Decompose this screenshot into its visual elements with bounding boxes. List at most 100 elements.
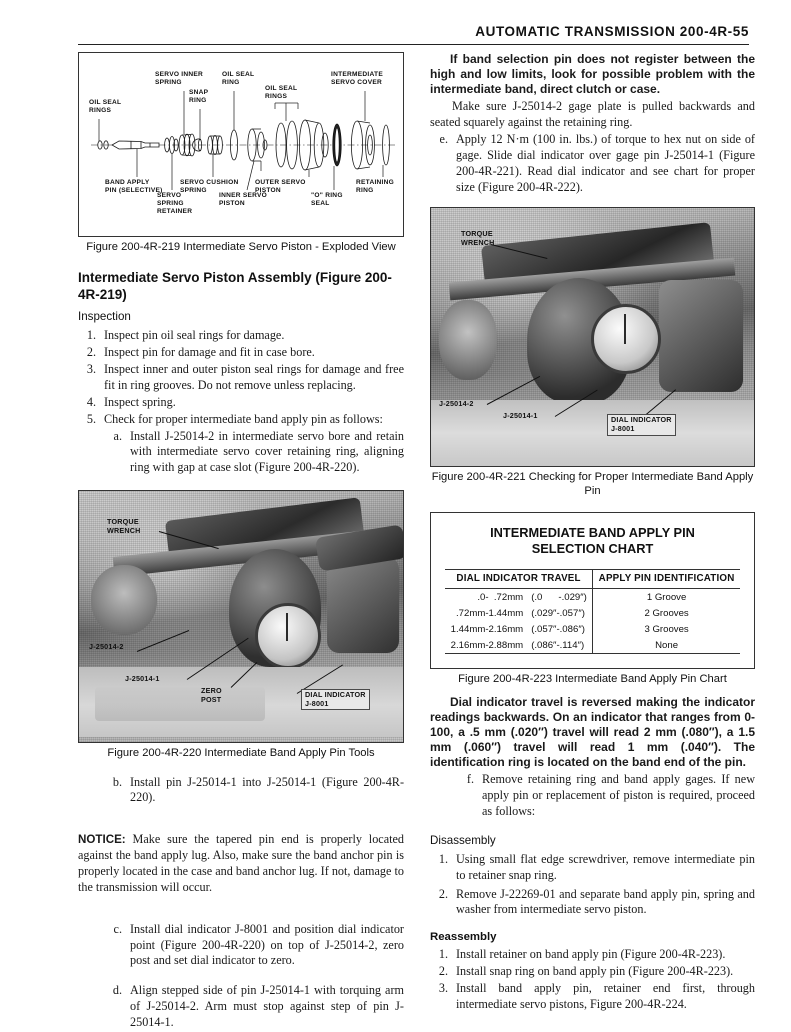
list-text: Install dial indicator J-8001 and positi…	[130, 921, 404, 968]
header-divider	[78, 44, 749, 45]
list-marker: c.	[113, 921, 122, 936]
exploded-label-servo-spring-retainer: SERVO SPRING RETAINER	[157, 192, 193, 216]
table-row: 2.16mm-2.88mm (.086″-.114″) None	[445, 637, 740, 655]
selection-chart-figure: INTERMEDIATE BAND APPLY PIN SELECTION CH…	[430, 512, 755, 670]
cell-inch-range: (.0 -.029″)	[531, 591, 587, 603]
exploded-view-linework	[91, 91, 395, 191]
cell-pin-id: 2 Grooves	[592, 605, 740, 622]
cell-mm-range: .0- .72mm	[477, 591, 524, 603]
inspection-heading: Inspection	[78, 310, 131, 324]
figure-exploded-view: OIL SEAL RINGS SERVO INNER SPRING SNAP R…	[78, 52, 404, 237]
cell-pin-id: 3 Grooves	[592, 621, 740, 638]
exploded-label-oil-seal-rings-left: OIL SEAL RINGS	[89, 99, 122, 115]
list-text: Inspect pin for damage and fit in case b…	[104, 345, 315, 360]
disassembly-heading: Disassembly	[430, 833, 496, 847]
photo220-label-torque-wrench: TORQUE WRENCH	[107, 517, 141, 535]
notice-block: NOTICE: Make sure the tapered pin end is…	[78, 832, 404, 895]
list-marker: f.	[466, 772, 474, 787]
cell-inch-range: (.029″-.057″)	[531, 607, 585, 619]
make-sure-paragraph: Make sure J-25014-2 gage plate is pulled…	[430, 99, 755, 130]
reassembly-list: 1. Install retainer on band apply pin (F…	[430, 947, 755, 1012]
list-text: Install pin J-25014-1 into J-25014-1 (Fi…	[130, 774, 404, 805]
cell-mm-range: 1.44mm-2.16mm	[450, 623, 524, 635]
list-text: Apply 12 N·m (100 in. lbs.) of torque to…	[456, 132, 755, 194]
selection-chart-table: DIAL INDICATOR TRAVEL APPLY PIN IDENTIFI…	[445, 569, 740, 655]
exploded-label-retaining-ring: RETAINING RING	[356, 179, 395, 195]
exploded-label-oil-seal-ring: OIL SEAL RING	[222, 71, 255, 87]
figure-221-photo: TORQUE WRENCH J-25014-2 J-25014-1 DIAL I…	[430, 207, 755, 468]
inspection-list: 1. Inspect pin oil seal rings for damage…	[78, 328, 404, 476]
column-header-apply-pin-identification: APPLY PIN IDENTIFICATION	[592, 569, 740, 590]
list-marker: 2.	[438, 886, 448, 901]
list-text: Install J-25014-2 in intermediate servo …	[130, 428, 404, 475]
list-item-sub-f: f. Remove retaining ring and band apply …	[430, 772, 755, 820]
reassembly-heading: Reassembly	[430, 931, 497, 944]
list-text: Inspect spring.	[104, 394, 176, 409]
chart-title-line-1: INTERMEDIATE BAND APPLY PIN	[490, 525, 695, 541]
list-item-sub-a: a. Install J-25014-2 in intermediate ser…	[78, 429, 404, 477]
list-item: 3. Install band apply pin, retainer end …	[430, 981, 755, 1013]
photo220-label-j-25014-1: J-25014-1	[125, 674, 160, 684]
list-marker: 1.	[86, 328, 96, 343]
lead-paragraph: If band selection pin does not register …	[430, 52, 755, 97]
list-item: 1. Install retainer on band apply pin (F…	[430, 947, 755, 963]
photo221-label-torque-wrench: TORQUE WRENCH	[461, 229, 495, 248]
photo221-label-dial-indicator: DIAL INDICATOR J-8001	[607, 414, 676, 436]
list-item: 2. Remove J-22269-01 and separate band a…	[430, 887, 755, 919]
section-heading: Intermediate Servo Piston Assembly (Figu…	[78, 270, 392, 302]
photo221-label-j-25014-1: J-25014-1	[503, 411, 538, 421]
exploded-label-snap-ring: SNAP RING	[189, 89, 209, 105]
list-marker: 1.	[438, 851, 448, 866]
exploded-label-o-ring-seal: "O" RING SEAL	[311, 192, 343, 208]
list-marker: 3.	[438, 981, 448, 996]
figure-223-caption: Figure 200-4R-223 Intermediate Band Appl…	[458, 673, 727, 686]
list-item-sub-c: c. Install dial indicator J-8001 and pos…	[78, 922, 404, 970]
list-item: 2. Inspect pin for damage and fit in cas…	[78, 345, 404, 361]
list-text: Inspect pin oil seal rings for damage.	[104, 328, 285, 343]
page-header: AUTOMATIC TRANSMISSION 200-4R-55	[78, 24, 749, 39]
list-text: Install band apply pin, retainer end fir…	[456, 981, 755, 1011]
exploded-label-oil-seal-rings-mid: OIL SEAL RINGS	[265, 85, 298, 101]
list-item: 5. Check for proper intermediate band ap…	[78, 412, 404, 428]
list-text: Install snap ring on band apply pin (Fig…	[456, 964, 734, 979]
list-text: Remove retaining ring and band apply gag…	[482, 772, 755, 819]
photo220-label-j-25014-2: J-25014-2	[89, 642, 124, 652]
list-marker: 2.	[438, 964, 448, 979]
list-item: 3. Inspect inner and outer piston seal r…	[78, 362, 404, 394]
list-marker: 3.	[86, 362, 96, 377]
list-item-sub-e: e. Apply 12 N·m (100 in. lbs.) of torque…	[430, 132, 755, 195]
notice-label: NOTICE:	[78, 833, 126, 847]
disassembly-list: 1. Using small flat edge screwdriver, re…	[430, 852, 755, 918]
exploded-label-servo-cushion-spring: SERVO CUSHION SPRING	[180, 179, 239, 195]
list-text: Inspect inner and outer piston seal ring…	[104, 362, 404, 392]
notice-text: Make sure the tapered pin end is properl…	[78, 832, 404, 894]
column-header-dial-indicator-travel: DIAL INDICATOR TRAVEL	[445, 569, 593, 590]
figure-221-caption: Figure 200-4R-221 Checking for Proper In…	[431, 471, 754, 497]
figure-219-caption: Figure 200-4R-219 Intermediate Servo Pis…	[86, 241, 396, 253]
list-marker: 2.	[86, 345, 96, 360]
left-column: OIL SEAL RINGS SERVO INNER SPRING SNAP R…	[78, 52, 404, 1032]
list-text: Check for proper intermediate band apply…	[104, 411, 383, 426]
right-column: If band selection pin does not register …	[430, 52, 755, 1014]
chart-title-line-2: SELECTION CHART	[531, 541, 654, 557]
list-item: 1. Inspect pin oil seal rings for damage…	[78, 328, 404, 344]
list-item: 1. Using small flat edge screwdriver, re…	[430, 852, 755, 884]
reversed-reading-paragraph: Dial indicator travel is reversed making…	[430, 694, 755, 770]
table-row: 1.44mm-2.16mm (.057″-.086″) 3 Grooves	[445, 621, 740, 638]
photo220-label-dial-indicator: DIAL INDICATOR J-8001	[301, 689, 370, 711]
exploded-label-inner-servo-piston: INNER SERVO PISTON	[219, 192, 268, 208]
list-marker: 4.	[86, 394, 96, 409]
list-marker: e.	[439, 132, 448, 147]
list-text: Using small flat edge screwdriver, remov…	[456, 851, 755, 882]
figure-220-photo: TORQUE WRENCH J-25014-2 J-25014-1 ZERO P…	[78, 490, 404, 744]
table-row: .0- .72mm (.0 -.029″) 1 Groove	[445, 588, 740, 606]
cell-mm-range: 2.16mm-2.88mm	[445, 637, 528, 655]
cell-inch-range: (.086″-.114″)	[527, 637, 593, 655]
photo221-label-j-25014-2: J-25014-2	[439, 399, 474, 409]
list-text: Align stepped side of pin J-25014-1 with…	[130, 983, 404, 1029]
selection-chart-title: INTERMEDIATE BAND APPLY PIN SELECTION CH…	[445, 525, 740, 557]
cell-mm-range: .72mm-1.44mm	[456, 607, 524, 619]
table-row: .72mm-1.44mm (.029″-.057″) 2 Grooves	[445, 605, 740, 622]
list-marker: a.	[113, 428, 122, 443]
